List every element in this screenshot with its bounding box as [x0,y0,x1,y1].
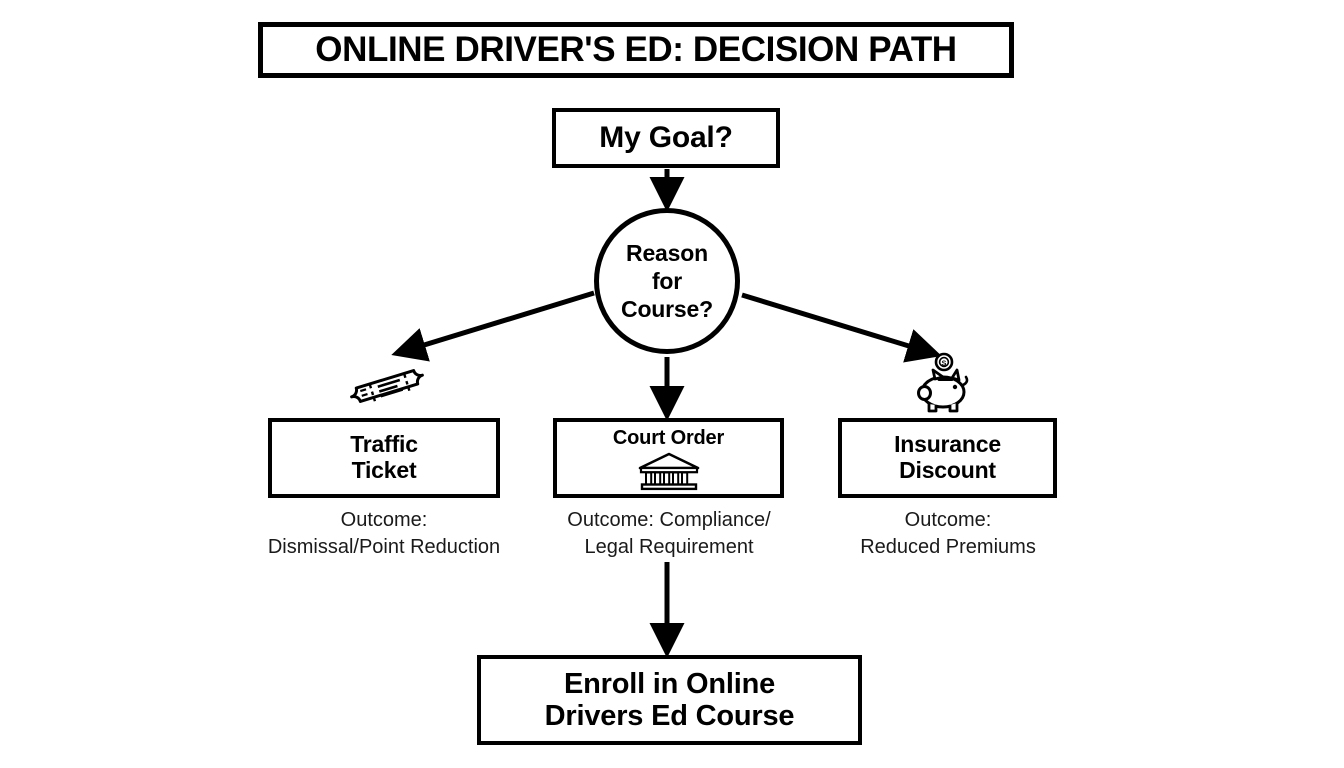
caption-insurance-line-2: Reduced Premiums [860,535,1036,558]
node-decision-label: Reason for Course? [621,239,713,323]
svg-text:S: S [942,361,947,368]
node-my-goal-label: My Goal? [599,121,733,155]
edge-decision-to-ticket [391,290,595,362]
decision-line-3: Course? [621,296,713,323]
caption-ticket-line-2: Dismissal/Point Reduction [267,535,501,558]
node-traffic-ticket[interactable]: Traffic Ticket [268,418,500,498]
node-insurance-discount[interactable]: Insurance Discount [838,418,1057,498]
node-traffic-ticket-label: Traffic Ticket [350,431,418,484]
node-court-order[interactable]: Court Order [553,418,784,498]
node-insurance-discount-label: Insurance Discount [894,431,1001,484]
node-enroll-course[interactable]: Enroll in Online Drivers Ed Course [477,655,862,745]
insurance-line-1: Insurance [894,431,1001,458]
traffic-ticket-line-1: Traffic [350,431,418,458]
courthouse-icon [636,451,702,491]
page-title-label: ONLINE DRIVER'S ED: DECISION PATH [315,30,957,70]
node-decision-reason-for-course[interactable]: Reason for Course? [594,208,740,354]
ticket-icon [345,358,429,414]
edge-decision-to-insurance [741,292,942,363]
caption-traffic-ticket-outcome: Outcome: Dismissal/Point Reduction [246,507,522,560]
caption-insurance-line-1: Outcome: [904,509,992,531]
caption-court-line-1: Outcome: Compliance/ [567,509,771,531]
caption-ticket-line-1: Outcome: [340,509,428,531]
decision-line-2: for [651,267,683,294]
caption-insurance-discount-outcome: Outcome: Reduced Premiums [828,507,1068,560]
node-court-order-label: Court Order [612,427,725,450]
page-title: ONLINE DRIVER'S ED: DECISION PATH [258,22,1014,78]
insurance-line-2: Discount [899,457,996,483]
decision-line-1: Reason [626,239,708,266]
piggy-bank-icon: S [912,352,976,416]
caption-court-line-2: Legal Requirement [584,535,754,558]
node-my-goal[interactable]: My Goal? [552,108,780,168]
traffic-ticket-line-2: Ticket [351,457,417,483]
enroll-line-1: Enroll in Online [563,667,776,700]
caption-court-order-outcome: Outcome: Compliance/ Legal Requirement [536,507,802,560]
enroll-line-2: Drivers Ed Course [544,700,795,732]
node-enroll-course-label: Enroll in Online Drivers Ed Course [545,668,795,733]
